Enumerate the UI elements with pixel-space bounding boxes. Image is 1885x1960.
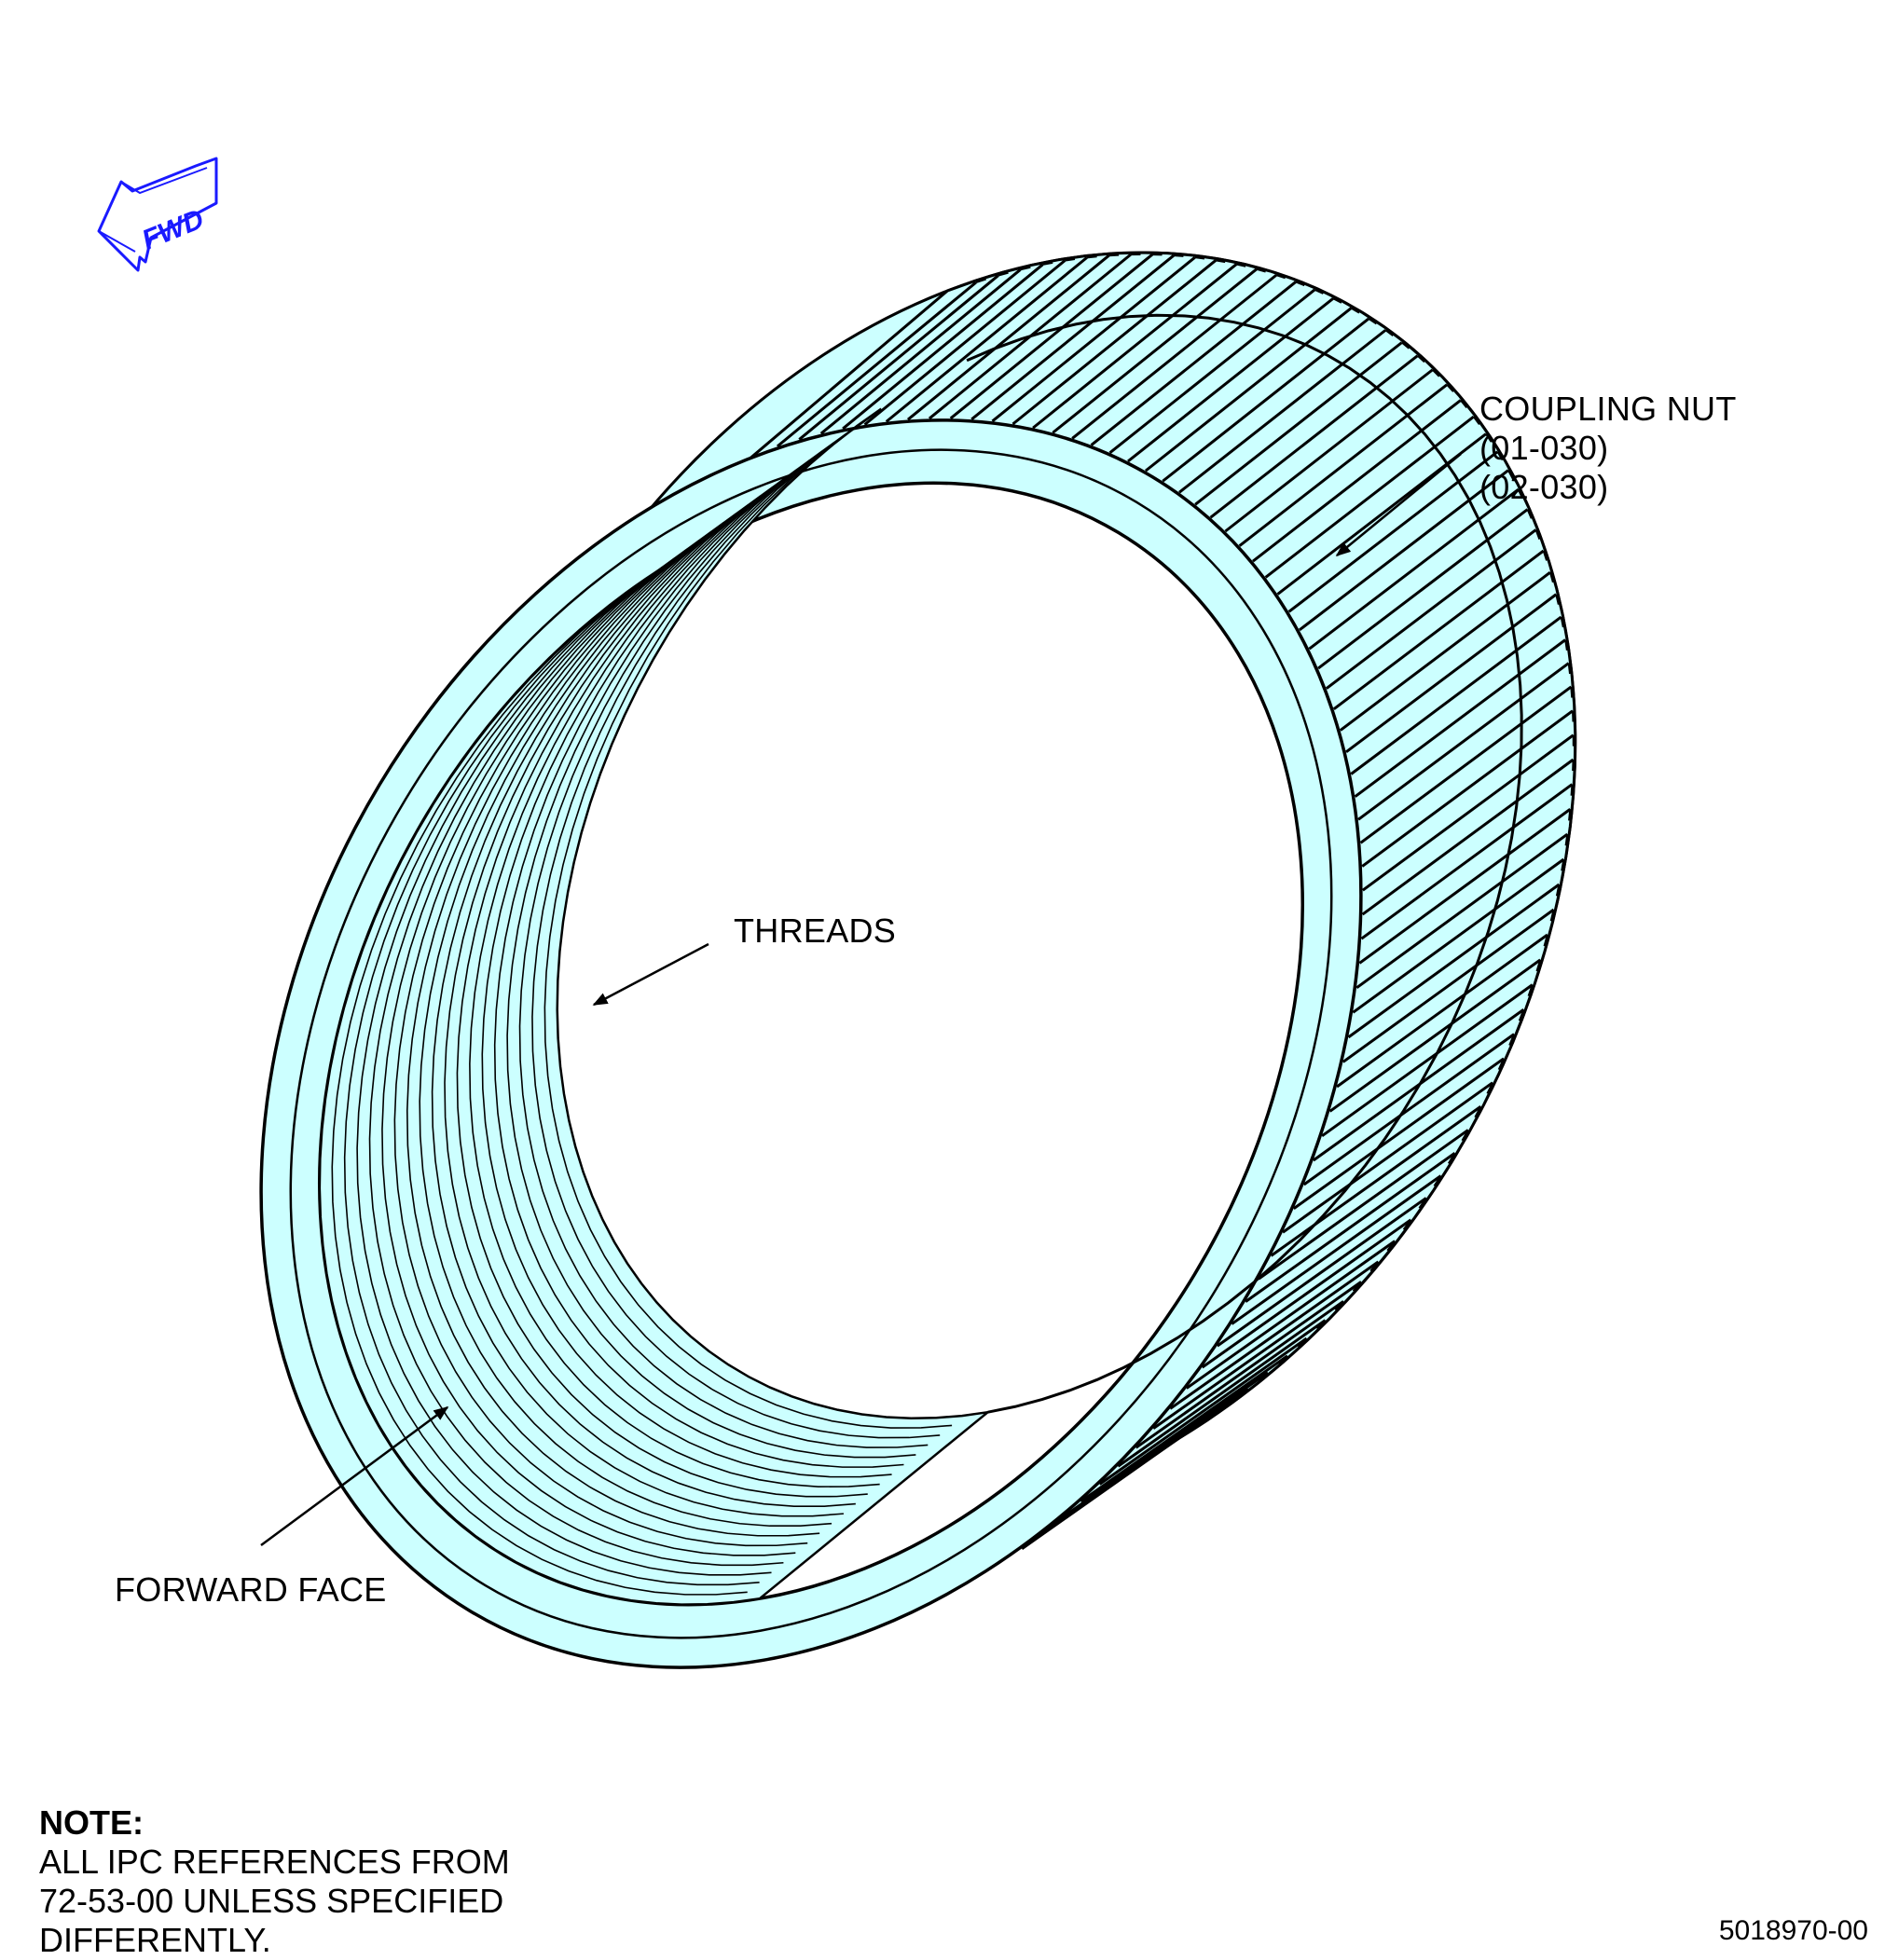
note-line-2: 72-53-00 UNLESS SPECIFIED <box>39 1882 510 1921</box>
coupling-nut-ref-01: (01-030) <box>1479 429 1737 468</box>
knurl-tooth-tip <box>1569 664 1570 675</box>
knurl-tooth-tip <box>1108 255 1119 256</box>
ipc-note: NOTE: ALL IPC REFERENCES FROM 72-53-00 U… <box>39 1803 510 1960</box>
threads-callout: THREADS <box>734 911 896 951</box>
fwd-label: FWD <box>138 204 209 256</box>
knurl-tooth-tip <box>1571 687 1572 698</box>
drawing-number: 5018970-00 <box>1719 1914 1868 1948</box>
knurl-tooth-tip <box>1087 256 1097 257</box>
knurl-tooth-tip <box>1174 255 1183 256</box>
note-line-1: ALL IPC REFERENCES FROM <box>39 1843 510 1882</box>
coupling-nut-ref-02: (02-030) <box>1479 468 1737 507</box>
coupling-nut-label: COUPLING NUT <box>1479 390 1737 429</box>
knurl-tooth-tip <box>1572 785 1573 796</box>
knurl-tooth-tip <box>1195 257 1204 258</box>
note-heading: NOTE: <box>39 1803 510 1843</box>
knurl-tooth-tip <box>1569 809 1570 820</box>
note-line-3: DIFFERENTLY. <box>39 1921 510 1960</box>
forward-direction-arrow-icon: FWD <box>99 158 216 270</box>
forward-face-callout: FORWARD FACE <box>115 1570 387 1610</box>
coupling-nut-callout: COUPLING NUT (01-030) (02-030) <box>1479 390 1737 507</box>
